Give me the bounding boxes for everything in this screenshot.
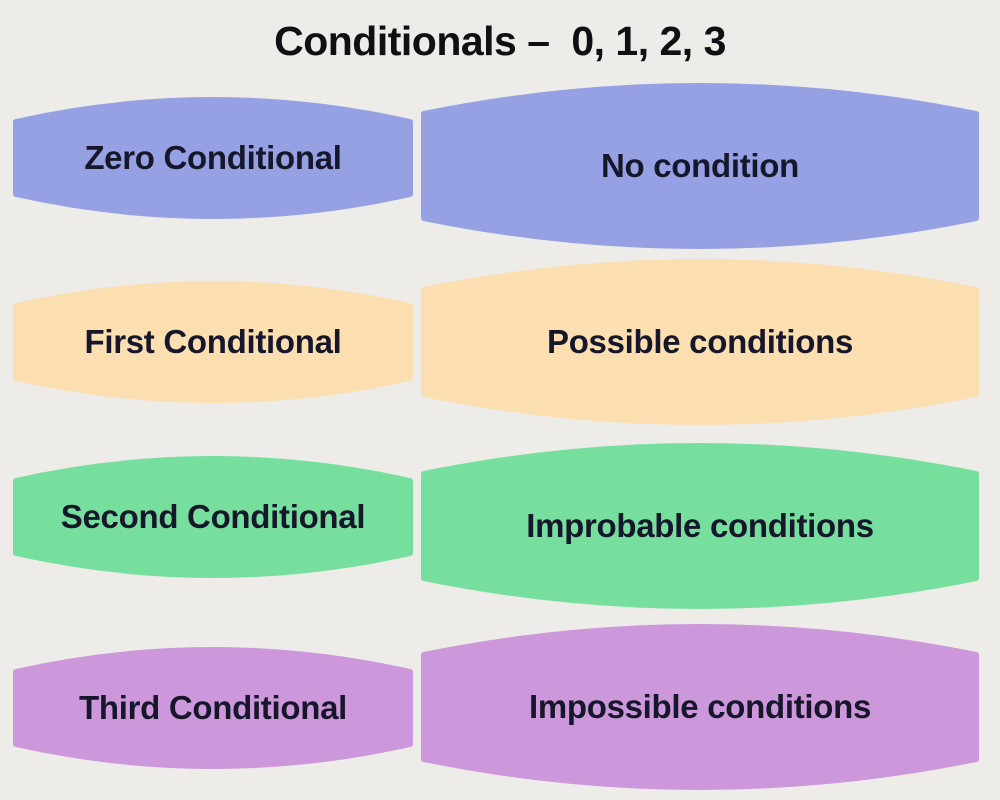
card-label: Impossible conditions bbox=[528, 688, 872, 725]
lens-shape bbox=[13, 97, 413, 219]
card-label: Second Conditional bbox=[60, 498, 366, 535]
card-impossible-conditions: Impossible conditions bbox=[421, 624, 979, 790]
card-second-conditional: Second Conditional bbox=[13, 456, 413, 578]
card-no-condition: No condition bbox=[421, 83, 979, 249]
lens-shape bbox=[421, 259, 979, 425]
card-third-conditional: Third Conditional bbox=[13, 647, 413, 769]
lens-shape bbox=[421, 624, 979, 790]
card-possible-conditions: Possible conditions bbox=[421, 259, 979, 425]
card-zero-conditional: Zero Conditional bbox=[13, 97, 413, 219]
lens-shape bbox=[13, 456, 413, 578]
lens-shape bbox=[13, 281, 413, 403]
lens-shape bbox=[421, 443, 979, 609]
lens-shape bbox=[421, 83, 979, 249]
card-first-conditional: First Conditional bbox=[13, 281, 413, 403]
card-label: Zero Conditional bbox=[84, 139, 342, 176]
card-label: Possible conditions bbox=[546, 323, 853, 360]
card-label: Third Conditional bbox=[78, 689, 348, 726]
card-label: First Conditional bbox=[84, 323, 342, 360]
card-label: No condition bbox=[600, 147, 800, 184]
lens-shape bbox=[13, 647, 413, 769]
card-improbable-conditions: Improbable conditions bbox=[421, 443, 979, 609]
card-label: Improbable conditions bbox=[526, 507, 874, 544]
page-title: Conditionals – 0, 1, 2, 3 bbox=[274, 18, 726, 64]
